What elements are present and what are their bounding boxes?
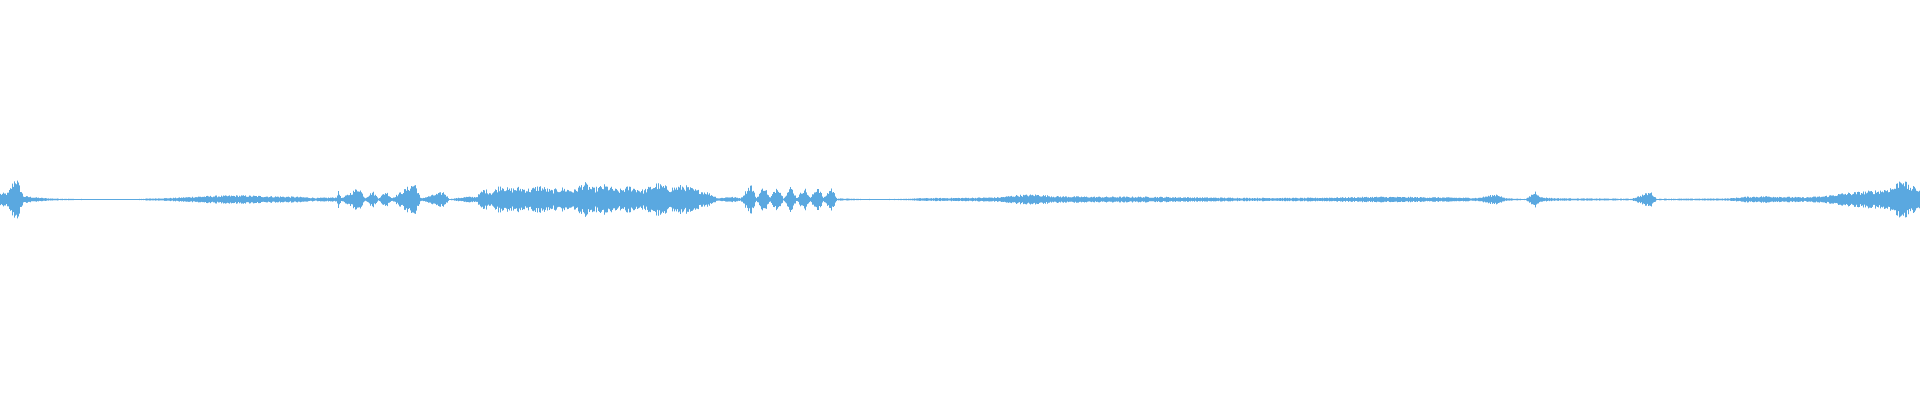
waveform-bars: [0, 180, 1920, 219]
waveform-path: [0, 180, 1920, 219]
